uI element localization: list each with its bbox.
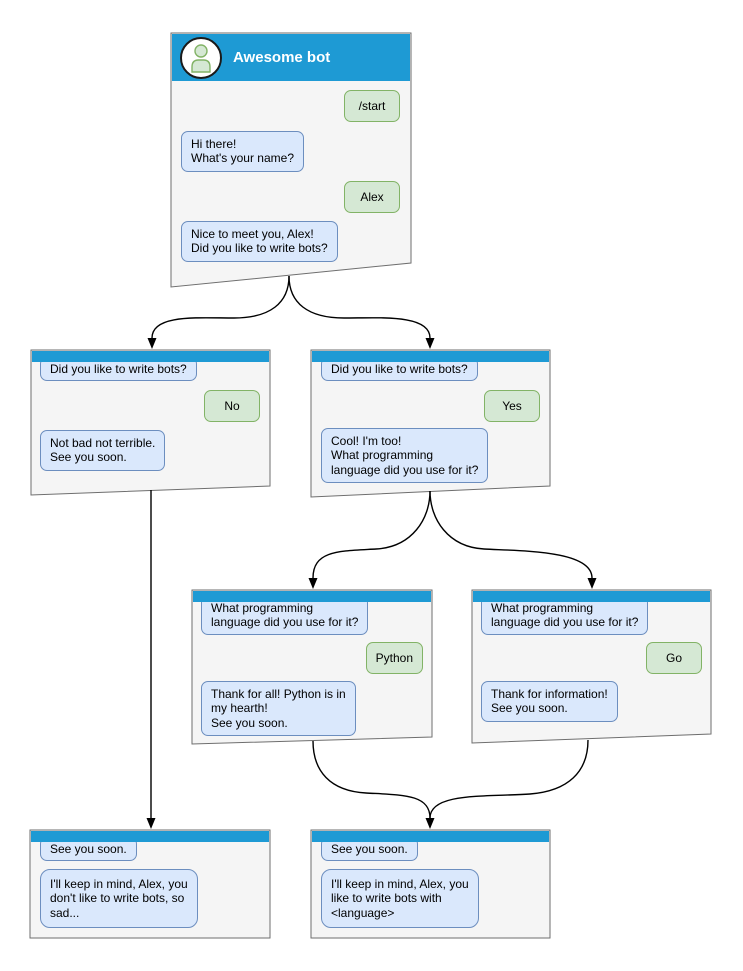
chat-window-titlebar: Awesome bot <box>172 34 410 81</box>
chat-window-branch-no: Did you like to write bots? No Not bad n… <box>31 350 270 495</box>
user-message-bubble: Alex <box>344 181 400 214</box>
connector-main-to-branch-no <box>151 275 290 339</box>
user-message-bubble: Go <box>646 642 702 675</box>
chat-window-end-no: See you soon. I'll keep in mind, Alex, y… <box>30 830 270 938</box>
bot-avatar-icon <box>180 36 222 79</box>
bot-message-bubble: Cool! I'm too! What programming language… <box>321 428 489 484</box>
bot-message-bubble: Nice to meet you, Alex! Did you like to … <box>181 221 338 262</box>
arrowhead-branch-no <box>147 338 157 349</box>
user-message-bubble: Yes <box>484 390 540 423</box>
window-titlebar <box>193 591 431 602</box>
window-titlebar <box>31 831 269 842</box>
user-message-bubble: No <box>204 390 260 423</box>
bot-message-bubble: Thank for information! See you soon. <box>481 681 618 722</box>
arrowhead-branch-go <box>587 578 597 589</box>
bot-message-bubble: What programming language did you use fo… <box>481 596 649 635</box>
bot-message-bubble: I'll keep in mind, Alex, you don't like … <box>40 869 198 929</box>
window-titlebar <box>312 831 549 842</box>
arrowhead-end-no <box>146 818 156 829</box>
chat-window-branch-go: What programming language did you use fo… <box>472 590 711 743</box>
connector-branch-yes-to-go <box>429 490 593 579</box>
user-message-bubble: Python <box>365 642 423 675</box>
bot-message-bubble: What programming language did you use fo… <box>201 596 369 635</box>
arrowhead-end-yes <box>425 818 435 829</box>
bot-name: Awesome bot <box>233 49 331 66</box>
chat-window-branch-python: What programming language did you use fo… <box>192 590 432 744</box>
arrowhead-branch-yes <box>425 338 435 349</box>
bot-message-bubble: Thank for all! Python is in my hearth! S… <box>201 681 356 737</box>
bot-message-bubble: Hi there! What's your name? <box>181 131 305 172</box>
connector-python-to-end-yes <box>312 740 431 819</box>
connector-branch-yes-to-python <box>312 490 431 579</box>
window-titlebar <box>312 351 549 362</box>
chat-window-branch-yes: Did you like to write bots? Yes Cool! I'… <box>311 350 550 497</box>
connector-main-to-branch-yes <box>288 275 431 339</box>
user-message-bubble: /start <box>344 90 400 123</box>
bot-message-bubble: Not bad not terrible. See you soon. <box>40 430 166 471</box>
chat-window-end-yes: See you soon. I'll keep in mind, Alex, y… <box>311 830 550 938</box>
connector-go-to-end-yes <box>429 739 589 819</box>
window-titlebar <box>473 591 710 602</box>
bot-message-bubble: I'll keep in mind, Alex, you like to wri… <box>321 869 479 929</box>
arrowhead-branch-python <box>308 578 318 589</box>
chat-window-main: Awesome bot /start Hi there! What's your… <box>171 33 411 287</box>
window-titlebar <box>32 351 269 362</box>
